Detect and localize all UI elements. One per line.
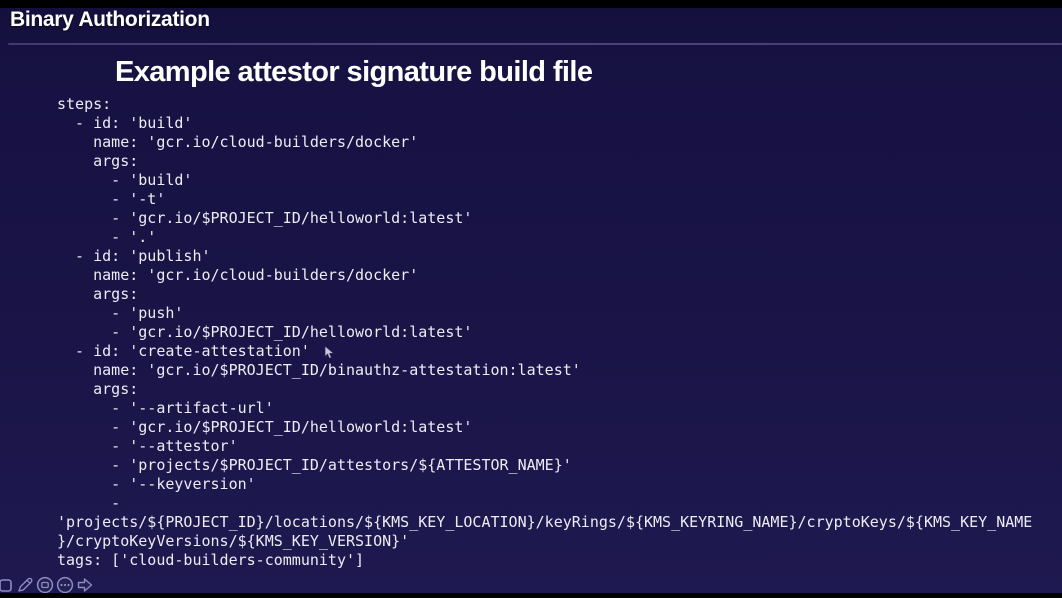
square-tool-icon[interactable]: [0, 576, 14, 594]
more-options-icon[interactable]: [56, 576, 74, 594]
slide-title: Example attestor signature build file: [115, 56, 593, 88]
next-arrow-icon[interactable]: [76, 576, 94, 594]
arrow-pointer-icon: [324, 345, 335, 359]
bottom-letterbox-bar: [0, 593, 1062, 598]
pencil-icon[interactable]: [16, 576, 34, 594]
top-letterbox-bar: [0, 0, 1062, 8]
build-file-code: steps: - id: 'build' name: 'gcr.io/cloud…: [57, 95, 1033, 569]
slide-card-icon[interactable]: [36, 576, 54, 594]
header-divider: [8, 43, 1062, 45]
annotation-toolbar: [0, 576, 94, 594]
header-title: Binary Authorization: [10, 8, 210, 31]
